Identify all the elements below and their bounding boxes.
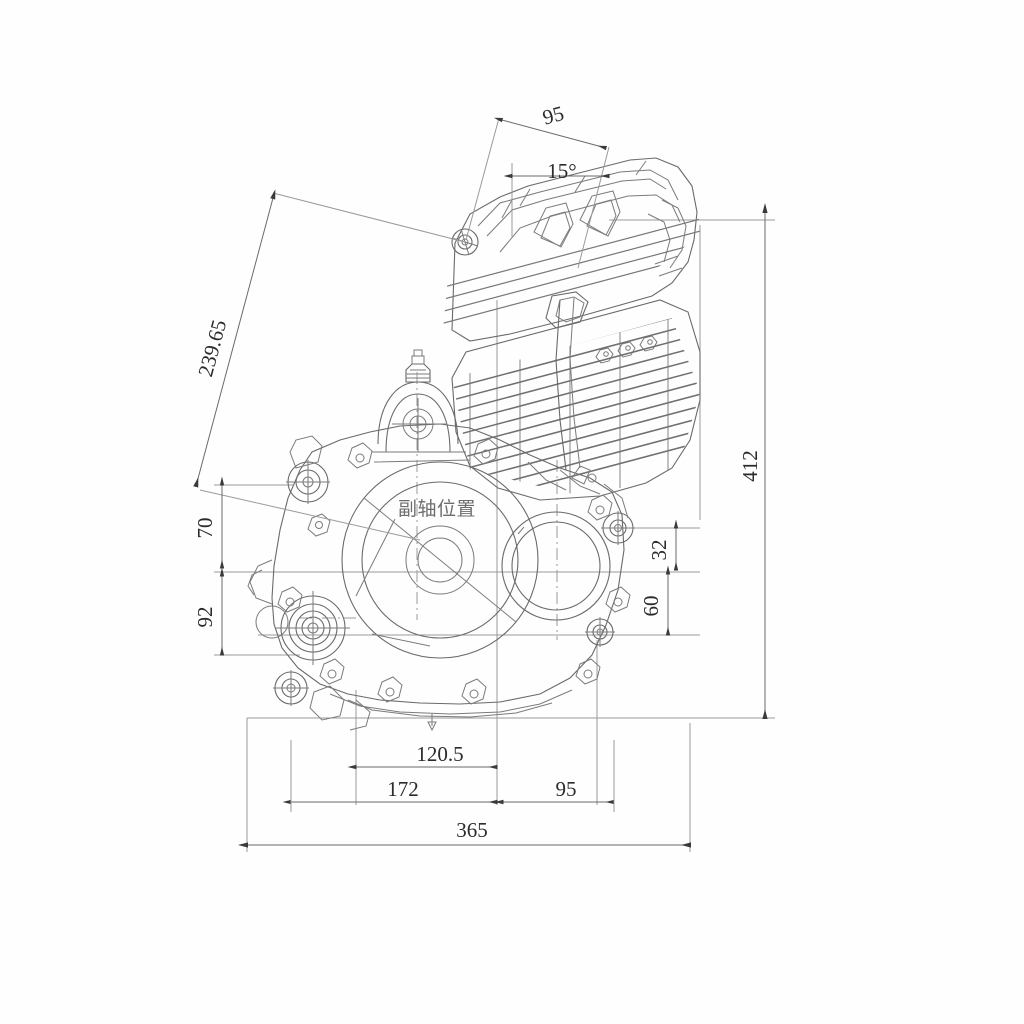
dim-95-bottom-text: 95 <box>556 777 577 801</box>
breather-dome <box>372 349 471 463</box>
dim-412: 412 <box>738 203 768 719</box>
case-bolt-bosses <box>277 438 631 705</box>
dim-365-text: 365 <box>456 818 488 842</box>
cylinder-head <box>443 157 700 364</box>
dim-15-deg: 15° <box>503 159 610 238</box>
magneto-cover <box>501 511 611 621</box>
dim-172: 172 <box>282 740 498 812</box>
dim-172-text: 172 <box>387 777 419 801</box>
dim-95-bottom: 95 <box>494 740 615 812</box>
shift-shaft <box>276 591 350 665</box>
right-upper-boss <box>601 511 635 545</box>
crankcase <box>247 349 635 732</box>
dim-95-top: 95 <box>465 101 610 269</box>
dim-32: 32 <box>647 519 679 571</box>
barrel-cooling-fins <box>452 318 700 498</box>
dim-60: 60 <box>639 565 671 636</box>
dim-70-text: 70 <box>193 518 217 539</box>
dim-120-5-text: 120.5 <box>416 742 463 766</box>
dim-92: 92 <box>193 567 225 656</box>
dim-120-5: 120.5 <box>347 742 498 770</box>
dim-32-text: 32 <box>647 540 671 561</box>
right-lower-boss <box>585 617 615 647</box>
extension-lines <box>214 219 775 852</box>
dim-365: 365 <box>238 818 691 848</box>
dim-15-deg-text: 15° <box>547 159 576 183</box>
clutch-cover <box>341 461 539 659</box>
head-cooling-fins <box>443 215 700 325</box>
dim-412-text: 412 <box>738 450 762 482</box>
dim-239-65-text: 239.65 <box>193 317 231 379</box>
lower-left-boss <box>273 670 309 706</box>
left-upper-boss <box>286 460 330 504</box>
dim-70: 70 <box>193 476 225 569</box>
left-mid-boss <box>307 513 331 537</box>
dim-95-top-text: 95 <box>540 101 566 130</box>
dim-92-text: 92 <box>193 607 217 628</box>
cylinder-barrel <box>451 297 701 501</box>
dim-239-65: 239.65 <box>193 189 466 541</box>
dim-60-text: 60 <box>639 596 663 617</box>
countershaft-position-label: 副轴位置 <box>398 498 476 520</box>
